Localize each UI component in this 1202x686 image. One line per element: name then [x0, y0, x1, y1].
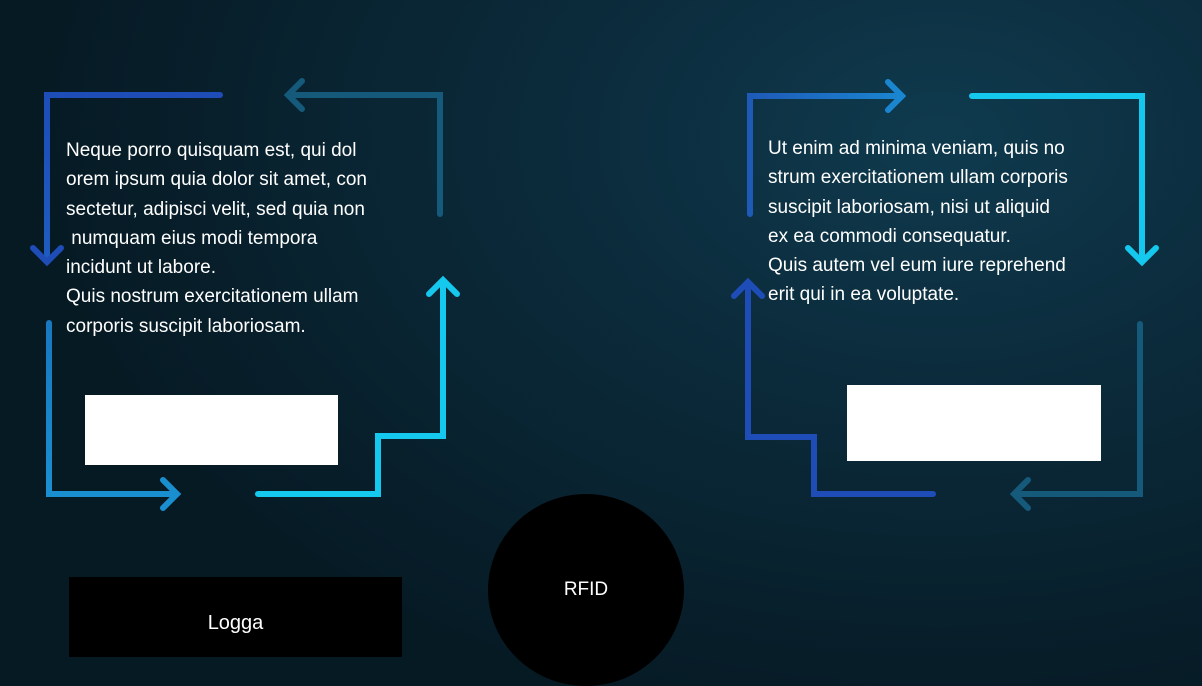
left-top-left-arrowhead — [283, 78, 305, 112]
right-bottom-up-arrow — [745, 281, 936, 497]
right-top-down-arrow — [969, 93, 1145, 265]
right-bottom-left-arrow — [1013, 321, 1143, 497]
rfid-button[interactable]: RFID — [488, 494, 684, 686]
left-panel-text: Neque porro quisquam est, qui dol orem i… — [66, 140, 367, 337]
left-top-down-arrowhead — [30, 245, 64, 267]
right-top-right-arrow — [747, 93, 905, 217]
right-bottom-up-arrowhead — [731, 277, 765, 299]
right-arrow-frame — [731, 79, 1159, 511]
left-top-left-arrow — [287, 92, 443, 217]
left-bottom-right-arrowhead — [160, 477, 182, 511]
right-top-down-arrowhead — [1125, 245, 1159, 267]
left-arrow-frame — [30, 78, 460, 511]
left-bottom-up-arrow — [255, 279, 446, 497]
login-button[interactable]: Logga — [69, 577, 402, 657]
left-bottom-right-arrow — [46, 320, 180, 497]
left-panel-white-box — [85, 395, 338, 465]
right-top-right-arrowhead — [885, 79, 907, 113]
right-bottom-left-arrowhead — [1009, 477, 1031, 511]
left-top-down-arrow — [44, 92, 223, 265]
right-panel-white-box — [847, 385, 1101, 461]
left-bottom-up-arrowhead — [426, 275, 460, 297]
right-panel-text: Ut enim ad minima veniam, quis no strum … — [768, 138, 1068, 306]
